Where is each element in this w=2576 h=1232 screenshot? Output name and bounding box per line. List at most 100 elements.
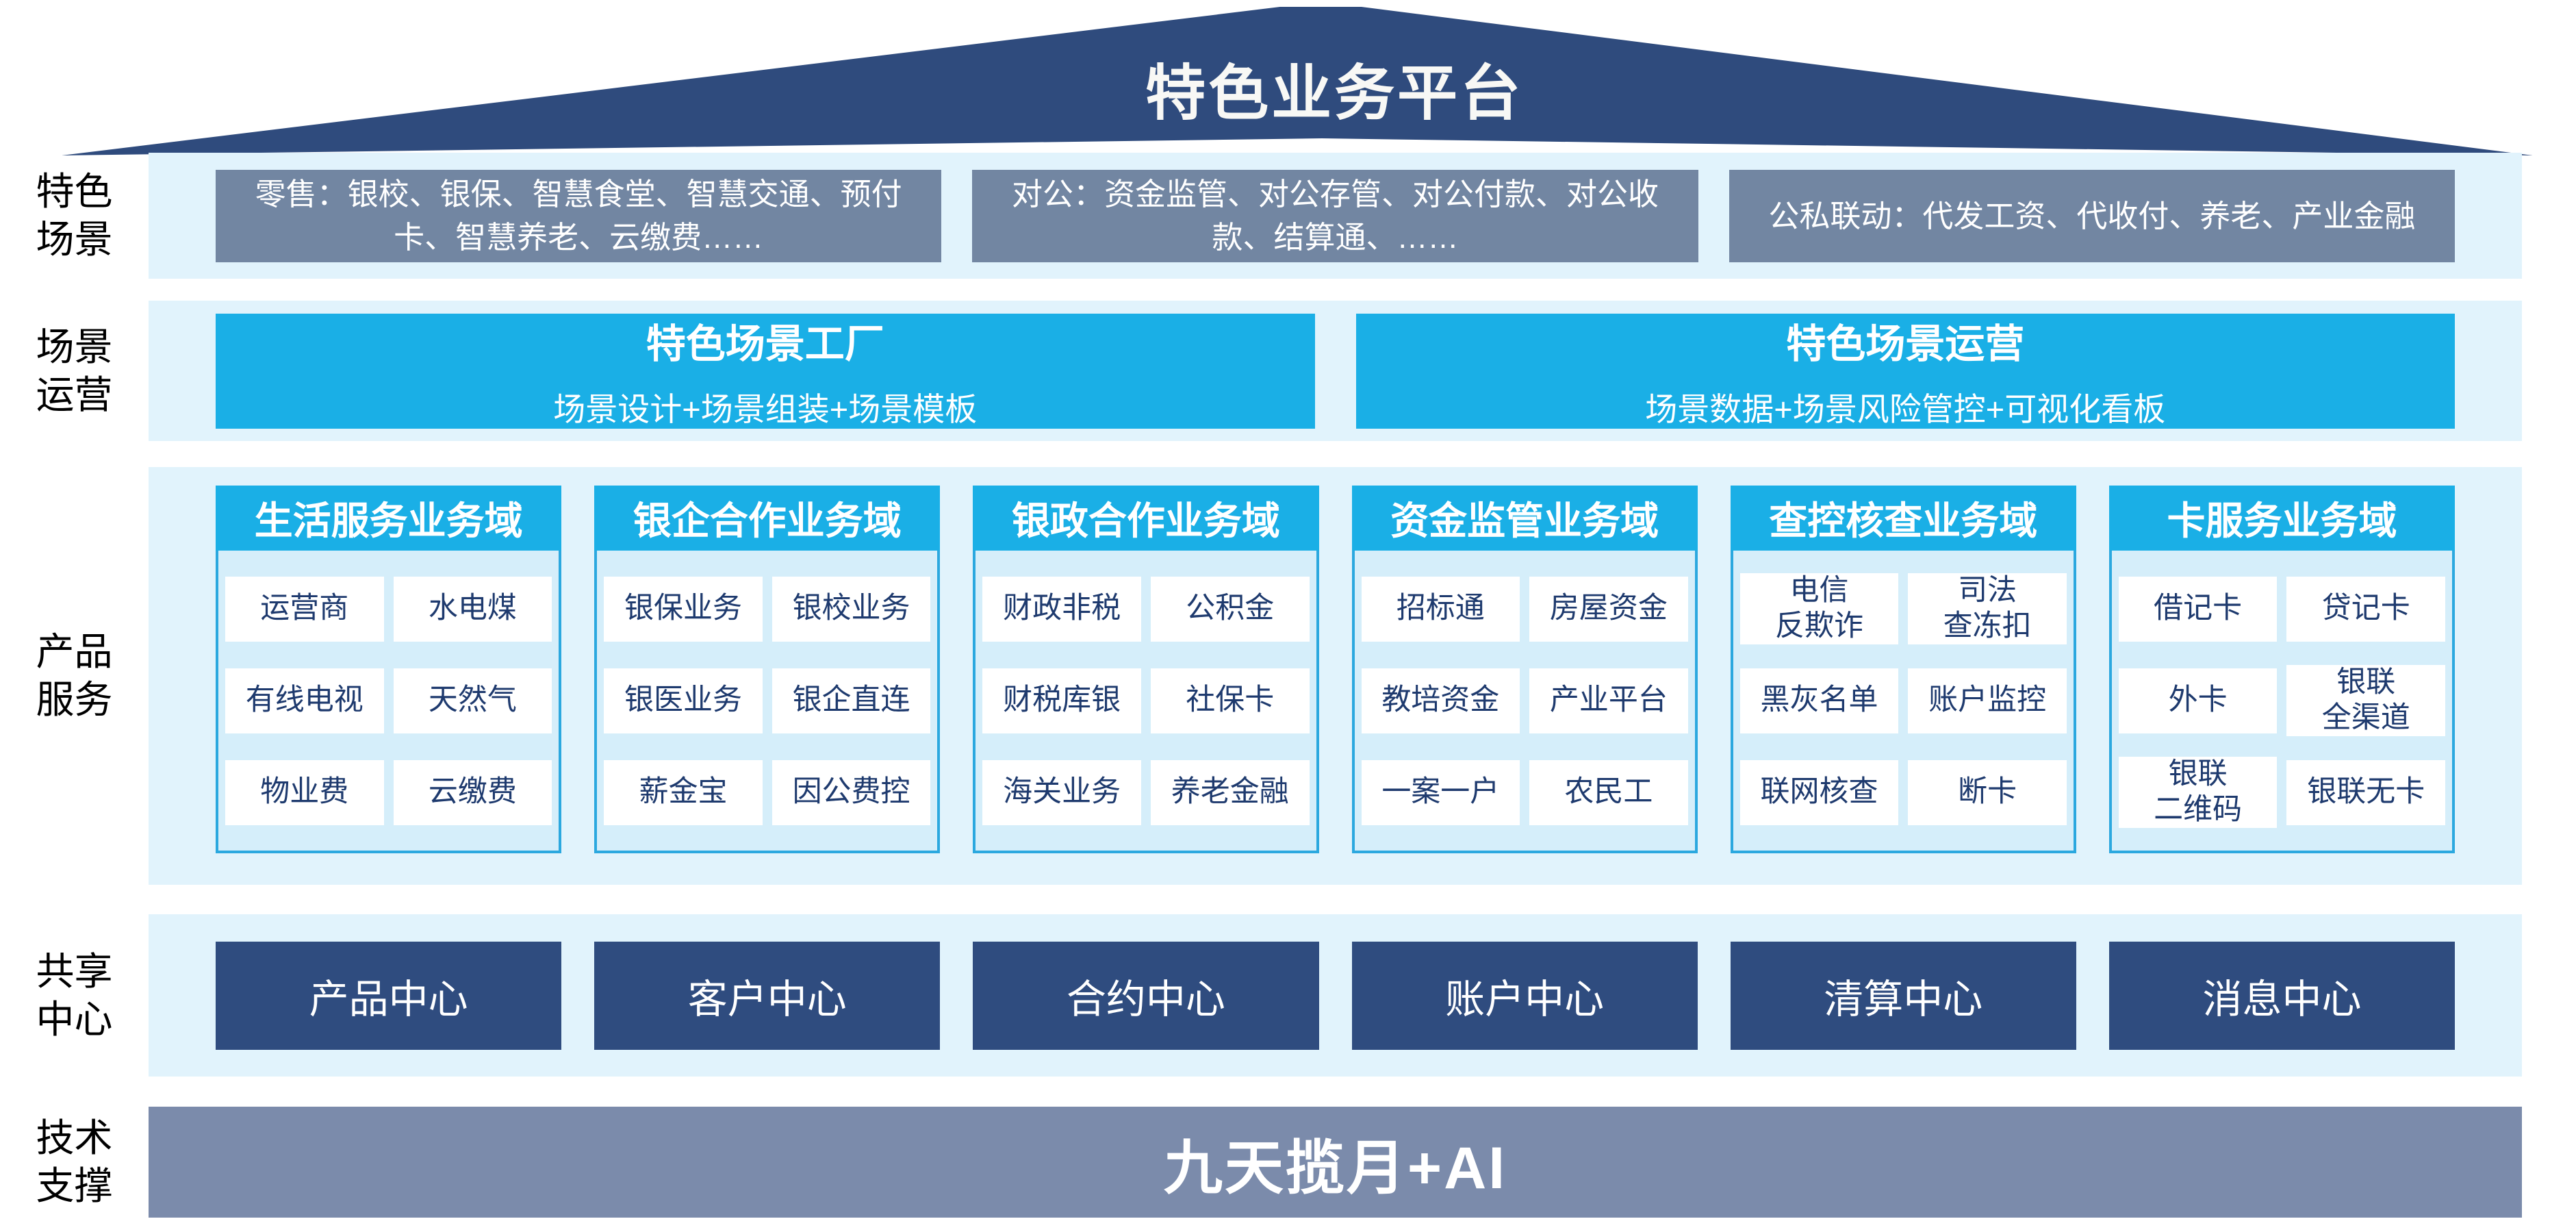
product-cell-row: 联网核查 断卡 xyxy=(1739,746,2067,838)
scene-box-public-private: 公私联动：代发工资、代收付、养老、产业金融 xyxy=(1729,169,2455,262)
product-item: 教培资金 xyxy=(1361,668,1520,733)
scene-box-corporate: 对公：资金监管、对公存管、对公付款、对公收款、结算通、…… xyxy=(972,169,1698,262)
product-item: 银企直连 xyxy=(771,668,931,733)
product-cell-row: 财税库银 社保卡 xyxy=(982,655,1310,746)
tech-support-text: 九天揽月+AI xyxy=(1163,1135,1507,1201)
product-item: 社保卡 xyxy=(1150,668,1310,733)
product-column-body: 财政非税 公积金 财税库银 社保卡 海关业务 养老金融 xyxy=(973,551,1319,853)
product-item: 海关业务 xyxy=(982,759,1141,825)
center-box-contract: 合约中心 xyxy=(973,941,1319,1050)
product-column-header: 查控核查业务域 xyxy=(1730,486,2076,551)
product-item: 银联 二维码 xyxy=(2118,757,2278,828)
op-box-subtitle: 场景设计+场景组装+场景模板 xyxy=(553,391,978,427)
product-item: 一案一户 xyxy=(1361,759,1520,825)
row-tech-support: 技术 支撑 九天揽月+AI xyxy=(0,1107,2576,1218)
product-item: 银联无卡 xyxy=(2286,759,2446,825)
product-item: 账户监控 xyxy=(1908,668,2067,733)
row-operation-gutter: 场景 运营 xyxy=(0,301,149,441)
product-cell-row: 银保业务 银校业务 xyxy=(604,563,931,655)
product-item: 天然气 xyxy=(393,668,552,733)
op-box-scene-operation: 特色场景运营 场景数据+场景风险管控+可视化看板 xyxy=(1355,313,2455,429)
product-cell-row: 有线电视 天然气 xyxy=(225,655,552,746)
scene-box-retail: 零售：银校、银保、智慧食堂、智慧交通、预付卡、智慧养老、云缴费…… xyxy=(216,169,942,262)
product-column-bank-government: 银政合作业务域 财政非税 公积金 财税库银 社保卡 海关业务 养老金融 xyxy=(973,486,1319,853)
row-tech-gutter: 技术 支撑 xyxy=(0,1107,149,1218)
row-products-label: 产品 服务 xyxy=(36,630,113,721)
product-item: 断卡 xyxy=(1908,759,2067,825)
product-item: 借记卡 xyxy=(2118,576,2278,642)
diagram-content: 特色 场景 零售：银校、银保、智慧食堂、智慧交通、预付卡、智慧养老、云缴费…… … xyxy=(0,153,2576,1218)
product-cell-row: 教培资金 产业平台 xyxy=(1361,655,1688,746)
product-column-header: 生活服务业务域 xyxy=(216,486,562,551)
product-column-header: 资金监管业务域 xyxy=(1351,486,1698,551)
row-operation: 场景 运营 特色场景工厂 场景设计+场景组装+场景模板 特色场景运营 场景数据+… xyxy=(0,301,2576,441)
product-column-body: 运营商 水电煤 有线电视 天然气 物业费 云缴费 xyxy=(216,551,562,853)
tech-support-bar: 九天揽月+AI xyxy=(149,1107,2522,1218)
product-item: 司法 查冻扣 xyxy=(1908,573,2067,644)
center-box-message: 消息中心 xyxy=(2108,941,2456,1050)
row-products: 产品 服务 生活服务业务域 运营商 水电煤 有线电视 天然气 xyxy=(0,467,2576,885)
product-item: 薪金宝 xyxy=(604,759,763,825)
product-column-body: 银保业务 银校业务 银医业务 银企直连 薪金宝 因公费控 xyxy=(594,551,941,853)
product-item: 银医业务 xyxy=(604,668,763,733)
product-item: 房屋资金 xyxy=(1529,576,1688,642)
product-column-body: 招标通 房屋资金 教培资金 产业平台 一案一户 农民工 xyxy=(1351,551,1698,853)
center-box-customer: 客户中心 xyxy=(594,941,941,1050)
product-item: 银保业务 xyxy=(604,576,763,642)
product-item: 运营商 xyxy=(225,576,384,642)
product-cell-row: 海关业务 养老金融 xyxy=(982,746,1310,838)
product-cell-row: 借记卡 贷记卡 xyxy=(2118,563,2446,655)
op-box-scene-factory: 特色场景工厂 场景设计+场景组装+场景模板 xyxy=(216,313,1315,429)
center-box-account: 账户中心 xyxy=(1351,941,1698,1050)
product-cell-row: 银联 二维码 银联无卡 xyxy=(2118,746,2446,838)
op-box-subtitle: 场景数据+场景风险管控+可视化看板 xyxy=(1645,391,2166,427)
product-item: 养老金融 xyxy=(1150,759,1310,825)
product-item: 联网核查 xyxy=(1739,759,1899,825)
row-products-gutter: 产品 服务 xyxy=(0,467,149,885)
product-column-header: 卡服务业务域 xyxy=(2108,486,2456,551)
product-item: 水电煤 xyxy=(393,576,552,642)
product-column-header: 银企合作业务域 xyxy=(594,486,941,551)
product-column-inquiry-verification: 查控核查业务域 电信 反欺诈 司法 查冻扣 黑灰名单 账户监控 联网核查 断卡 xyxy=(1730,486,2076,853)
product-column-bank-enterprise: 银企合作业务域 银保业务 银校业务 银医业务 银企直连 薪金宝 因公费控 xyxy=(594,486,941,853)
product-item: 因公费控 xyxy=(771,759,931,825)
row-products-band: 生活服务业务域 运营商 水电煤 有线电视 天然气 物业费 云缴费 xyxy=(149,467,2522,885)
product-cell-row: 黑灰名单 账户监控 xyxy=(1739,655,2067,746)
product-cell-row: 物业费 云缴费 xyxy=(225,746,552,838)
center-box-product: 产品中心 xyxy=(216,941,562,1050)
product-item: 农民工 xyxy=(1529,759,1688,825)
row-shared-gutter: 共享 中心 xyxy=(0,914,149,1077)
product-cell-row: 薪金宝 因公费控 xyxy=(604,746,931,838)
product-column-fund-supervision: 资金监管业务域 招标通 房屋资金 教培资金 产业平台 一案一户 农民工 xyxy=(1351,486,1698,853)
row-shared-label: 共享 中心 xyxy=(36,949,113,1041)
product-item: 有线电视 xyxy=(225,668,384,733)
product-cell-row: 财政非税 公积金 xyxy=(982,563,1310,655)
op-box-title: 特色场景工厂 xyxy=(646,322,884,366)
product-item: 物业费 xyxy=(225,759,384,825)
product-item: 电信 反欺诈 xyxy=(1739,573,1899,644)
product-cell-row: 招标通 房屋资金 xyxy=(1361,563,1688,655)
product-item: 外卡 xyxy=(2118,668,2278,733)
product-column-body: 电信 反欺诈 司法 查冻扣 黑灰名单 账户监控 联网核查 断卡 xyxy=(1730,551,2076,853)
row-shared-band: 产品中心 客户中心 合约中心 账户中心 清算中心 消息中心 xyxy=(149,914,2522,1077)
product-column-life-services: 生活服务业务域 运营商 水电煤 有线电视 天然气 物业费 云缴费 xyxy=(216,486,562,853)
row-scene: 特色 场景 零售：银校、银保、智慧食堂、智慧交通、预付卡、智慧养老、云缴费…… … xyxy=(0,153,2576,279)
product-cell-row: 银医业务 银企直连 xyxy=(604,655,931,746)
row-operation-label: 场景 运营 xyxy=(36,325,113,416)
product-item: 云缴费 xyxy=(393,759,552,825)
platform-title: 特色业务平台 xyxy=(1145,59,1524,127)
product-item: 公积金 xyxy=(1150,576,1310,642)
product-item: 招标通 xyxy=(1361,576,1520,642)
product-item: 贷记卡 xyxy=(2286,576,2446,642)
product-column-body: 借记卡 贷记卡 外卡 银联 全渠道 银联 二维码 银联无卡 xyxy=(2108,551,2456,853)
product-cell-row: 运营商 水电煤 xyxy=(225,563,552,655)
product-cell-row: 一案一户 农民工 xyxy=(1361,746,1688,838)
product-column-card-services: 卡服务业务域 借记卡 贷记卡 外卡 银联 全渠道 银联 二维码 银联无卡 xyxy=(2108,486,2456,853)
product-item: 产业平台 xyxy=(1529,668,1688,733)
product-column-header: 银政合作业务域 xyxy=(973,486,1319,551)
row-scene-band: 零售：银校、银保、智慧食堂、智慧交通、预付卡、智慧养老、云缴费…… 对公：资金监… xyxy=(149,153,2522,279)
product-item: 银校业务 xyxy=(771,576,931,642)
product-cell-row: 外卡 银联 全渠道 xyxy=(2118,655,2446,746)
product-item: 银联 全渠道 xyxy=(2286,665,2446,736)
